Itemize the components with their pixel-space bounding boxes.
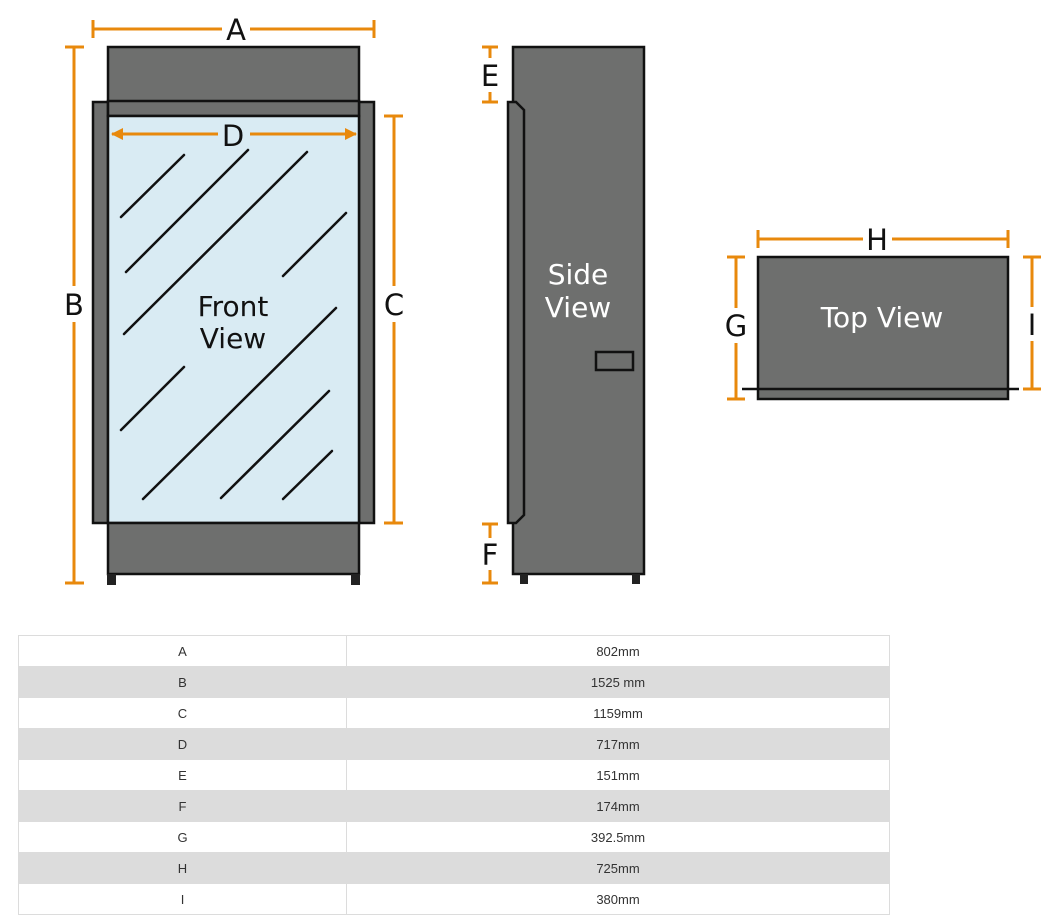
side-view: Side View (506, 45, 646, 584)
front-top-panel (106, 45, 361, 105)
dimension-label-cell: H (18, 852, 347, 884)
front-base-panel (106, 521, 361, 576)
dim-letter-f: F (482, 538, 499, 572)
dimension-value-cell: 1525 mm (346, 666, 890, 698)
dimension-value-cell: 725mm (346, 852, 890, 884)
reflection-line (124, 148, 250, 274)
dimension-value-cell: 174mm (346, 790, 890, 822)
side-rear-foot (632, 574, 640, 584)
front-left-foot (107, 574, 116, 585)
dim-letter-h: H (866, 223, 888, 257)
reflection-line (281, 449, 334, 501)
dimension-label-cell: E (18, 759, 347, 791)
front-view-label-line2: View (200, 322, 266, 355)
side-body (511, 45, 646, 576)
side-view-label-line2: View (545, 291, 611, 324)
glass-reflection-lines (119, 148, 348, 501)
dim-letter-a: A (226, 13, 246, 47)
dimension-diagram: Front View Side View Top View (64, 13, 1041, 585)
dimension-value-cell: 151mm (346, 759, 890, 791)
dimension-label-cell: A (18, 635, 347, 667)
front-view-label-line1: Front (198, 290, 269, 323)
reflection-line (219, 389, 331, 500)
dimension-value-cell: 1159mm (346, 697, 890, 729)
front-left-pillar (91, 100, 110, 525)
reflection-line (119, 365, 186, 432)
front-door-header (106, 99, 361, 118)
dimension-value-cell: 802mm (346, 635, 890, 667)
dim-letter-b: B (64, 288, 84, 322)
dimension-lines (65, 20, 1041, 585)
dim-letter-c: C (384, 288, 404, 322)
front-right-foot (351, 574, 360, 585)
front-view: Front View (91, 45, 376, 585)
reflection-line (141, 306, 338, 501)
dim-letter-i: I (1028, 308, 1037, 342)
dimension-value-cell: 717mm (346, 728, 890, 760)
top-body (756, 255, 1010, 401)
dimension-label-cell: G (18, 821, 347, 853)
dimension-label-cell: D (18, 728, 347, 760)
dimension-value-cell: 392.5mm (346, 821, 890, 853)
dimension-label-cell: I (18, 883, 347, 915)
top-view: Top View (742, 255, 1019, 401)
front-right-pillar (357, 100, 376, 525)
dimension-value-cell: 380mm (346, 883, 890, 915)
reflection-line (281, 211, 348, 278)
side-front-foot (520, 574, 528, 584)
dimension-label-cell: F (18, 790, 347, 822)
dimension-label-cell: C (18, 697, 347, 729)
side-door-profile (506, 100, 526, 525)
dim-letter-g: G (725, 309, 747, 343)
dim-letter-e: E (481, 59, 499, 93)
dimension-label-cell: B (18, 666, 347, 698)
reflection-line (122, 150, 309, 336)
dim-letter-d: D (222, 119, 244, 153)
side-view-label-line1: Side (548, 258, 609, 291)
reflection-line (119, 153, 186, 219)
side-handle-slot (594, 350, 635, 372)
top-view-label: Top View (820, 301, 944, 334)
dimension-letters: A B C D E F G H I (64, 13, 1036, 572)
